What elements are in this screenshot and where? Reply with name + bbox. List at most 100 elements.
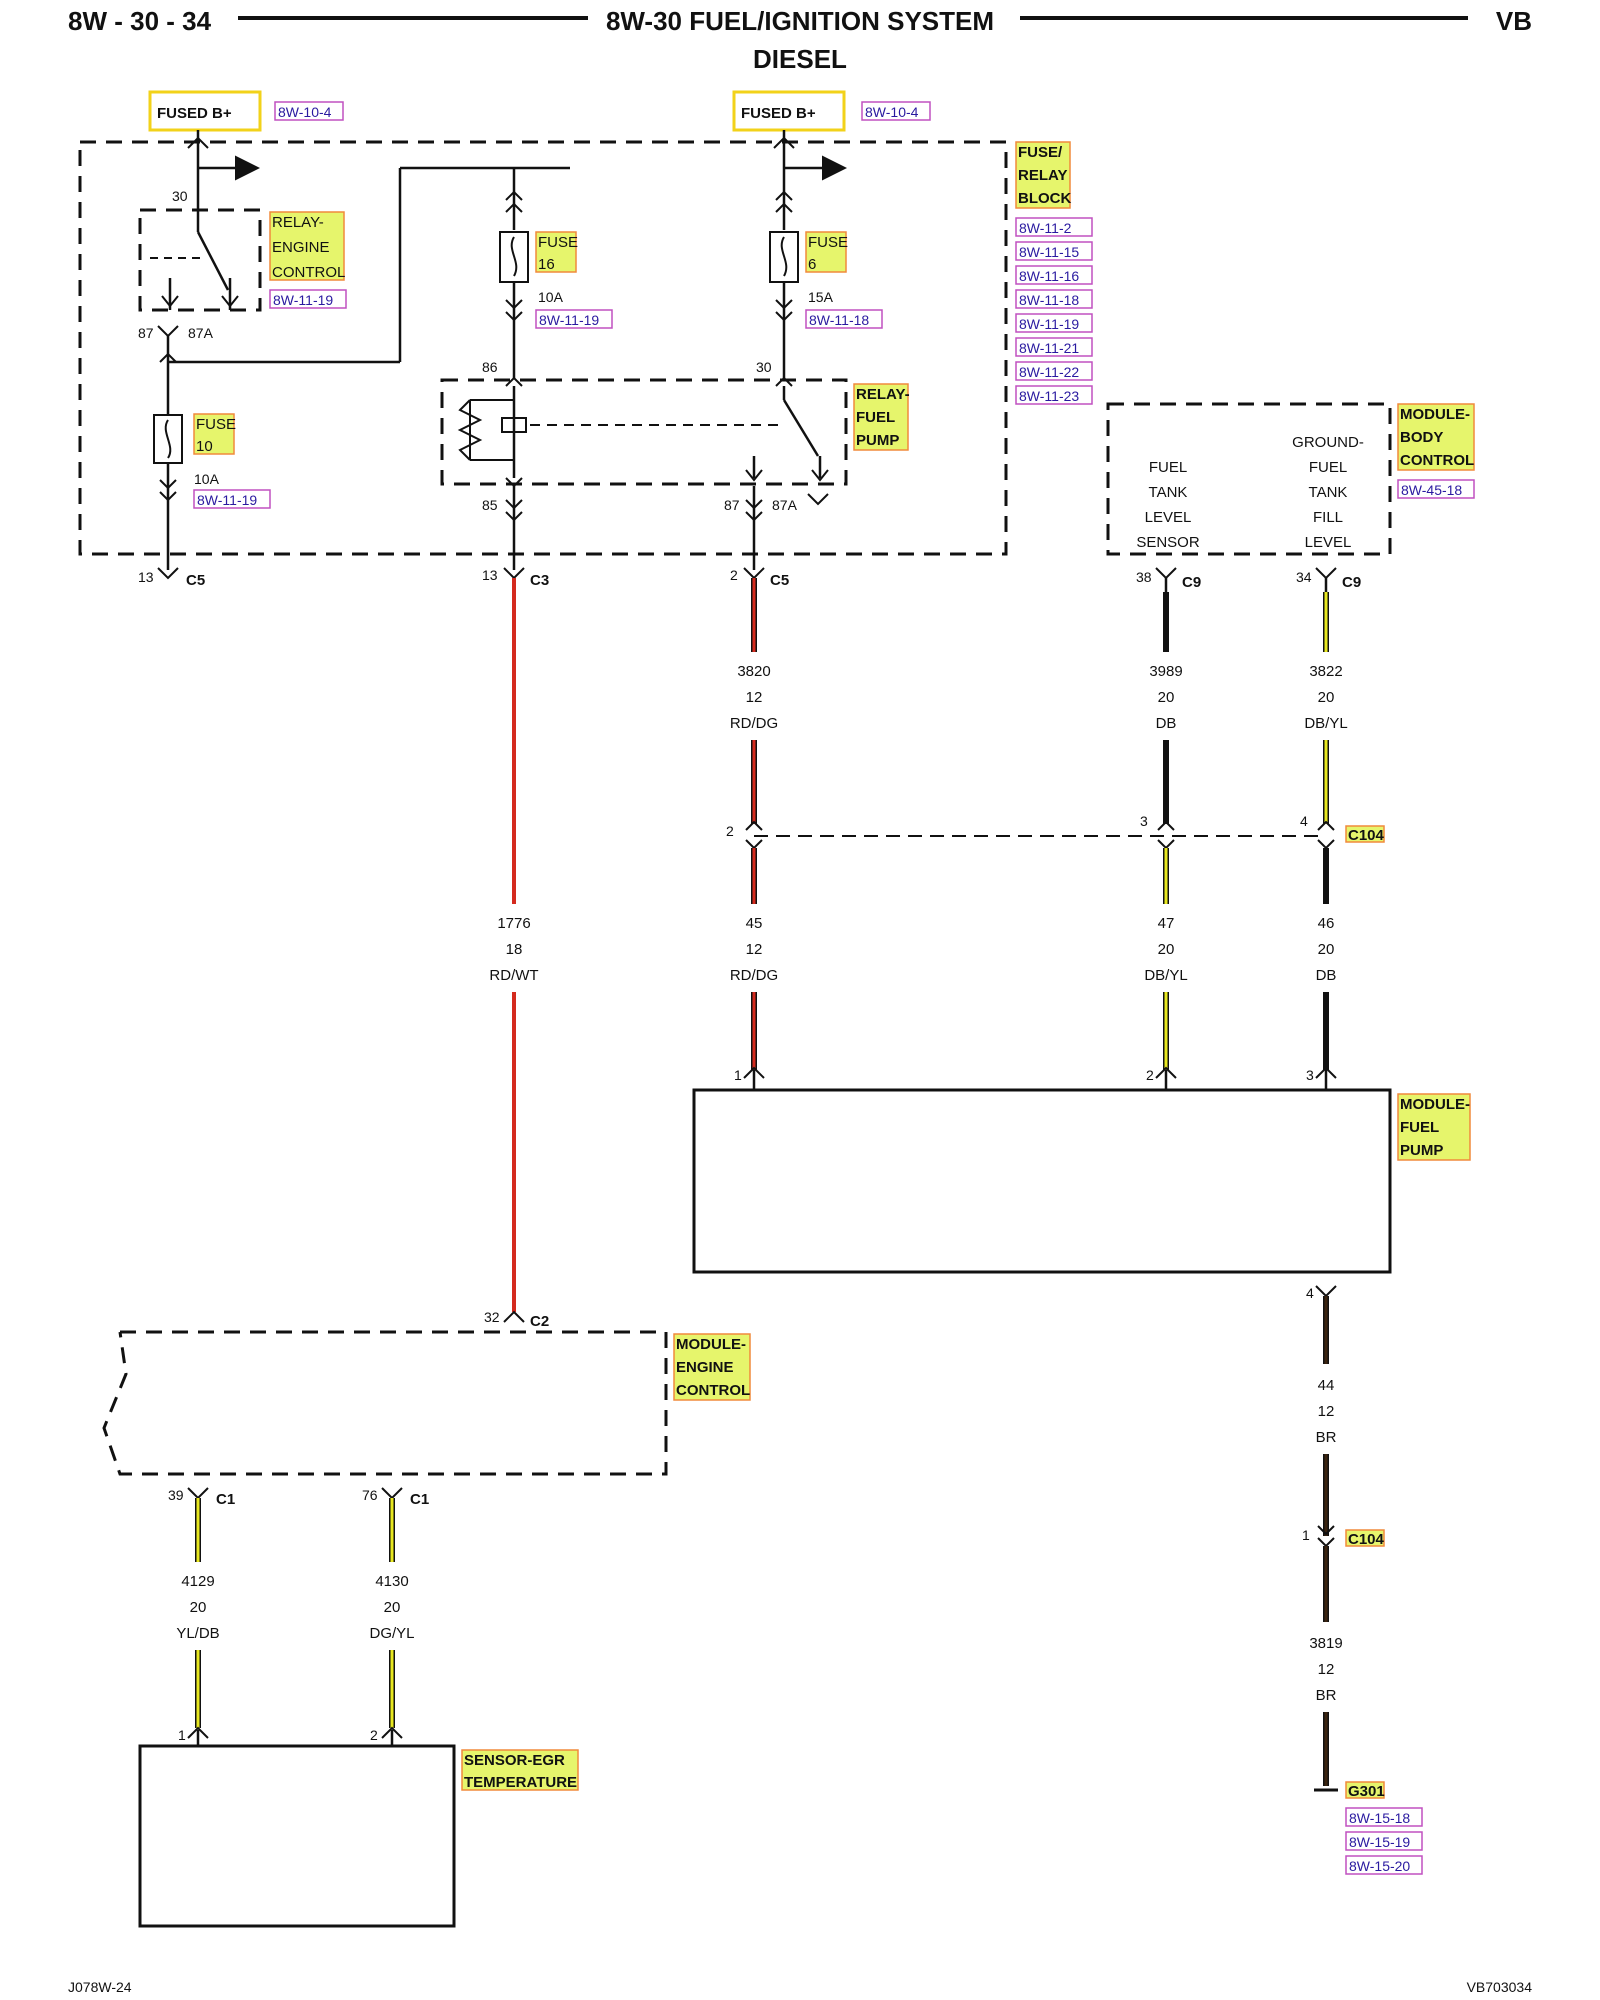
svg-text:30: 30 [756,359,772,375]
svg-text:C3: C3 [530,572,549,589]
svg-text:30: 30 [172,188,188,204]
svg-text:4: 4 [1306,1285,1314,1301]
fuse-10: FUSE 10 10A 8W-11-19 13 C5 [138,413,271,589]
svg-text:12: 12 [746,941,763,958]
svg-text:TANK: TANK [1309,484,1348,501]
svg-text:4129: 4129 [181,1573,214,1590]
ref-link[interactable]: 8W-11-18 [809,312,869,328]
ref-link[interactable]: 8W-11-19 [273,292,333,308]
svg-text:4130: 4130 [375,1573,408,1590]
svg-text:15A: 15A [808,289,834,305]
svg-text:BR: BR [1316,1429,1337,1446]
svg-text:10: 10 [196,438,213,455]
wire-4129: 4129 20 YL/DB [176,1498,220,1728]
connector-c104: 2 3 4 C104 [726,813,1385,850]
svg-text:34: 34 [1296,569,1312,585]
svg-text:PUMP: PUMP [1400,1142,1443,1159]
fuse-relay-block-outline [78,140,1008,556]
svg-text:DB: DB [1156,715,1177,732]
ref-link[interactable]: 8W-11-19 [197,492,257,508]
svg-text:FUSE: FUSE [538,234,578,251]
svg-text:39: 39 [168,1487,184,1503]
svg-text:10A: 10A [194,471,220,487]
svg-text:13: 13 [138,569,154,585]
svg-text:C9: C9 [1182,574,1201,591]
svg-text:CONTROL: CONTROL [272,264,345,281]
svg-text:PUMP: PUMP [856,432,899,449]
svg-text:3989: 3989 [1149,663,1182,680]
ref-link[interactable]: 8W-11-16 [1019,268,1079,284]
svg-text:46: 46 [1318,915,1335,932]
svg-text:4: 4 [1300,813,1308,829]
wire-3820: 3820 12 RD/DG [730,578,778,824]
svg-text:2: 2 [1146,1067,1154,1083]
svg-text:CONTROL: CONTROL [1400,452,1474,469]
svg-text:3: 3 [1140,813,1148,829]
ref-link[interactable]: 8W-11-22 [1019,364,1079,380]
fused-b-ref[interactable]: 8W-10-4 [865,104,919,120]
model-code: VB [1496,6,1532,36]
sensor-egr-temperature: 1 2 SENSOR-EGR TEMPERATURE [138,1726,579,1928]
module-body-control: FUEL TANK LEVEL SENSOR GROUND- FUEL TANK… [1106,402,1475,592]
ref-link[interactable]: 8W-11-2 [1019,220,1072,236]
ref-link[interactable]: 8W-11-23 [1019,388,1079,404]
module-engine-control: 32 C2 MODULE- ENGINE CONTROL 39 C1 76 C1 [102,1309,751,1508]
svg-text:RD/DG: RD/DG [730,967,778,984]
svg-text:LEVEL: LEVEL [1305,534,1352,551]
svg-text:DB/YL: DB/YL [1304,715,1347,732]
svg-text:MODULE-: MODULE- [1400,1096,1470,1113]
svg-text:2: 2 [730,567,738,583]
wire-1776: 1776 18 RD/WT [489,578,539,1312]
svg-text:87A: 87A [772,497,798,513]
wire-46: 46 20 DB [1316,848,1337,1070]
ground-g301: G301 8W-15-18 8W-15-19 8W-15-20 [1314,1781,1423,1875]
ref-link[interactable]: 8W-11-15 [1019,244,1079,260]
svg-text:38: 38 [1136,569,1152,585]
svg-text:C1: C1 [216,1491,235,1508]
svg-text:16: 16 [538,256,555,273]
svg-text:RD/WT: RD/WT [489,967,538,984]
svg-text:DB: DB [1316,967,1337,984]
svg-text:SENSOR-EGR: SENSOR-EGR [464,1752,565,1769]
svg-text:TEMPERATURE: TEMPERATURE [464,1774,577,1791]
svg-text:FUSE: FUSE [196,416,236,433]
svg-text:13: 13 [482,567,498,583]
svg-text:C104: C104 [1348,1531,1385,1548]
svg-text:1776: 1776 [497,915,530,932]
svg-text:3822: 3822 [1309,663,1342,680]
relay-fuel-pump: 86 85 13 C3 RELAY- FUEL PUMP [440,359,910,589]
page-header: 8W - 30 - 34 8W-30 FUEL/IGNITION SYSTEM … [68,6,1532,74]
ref-link[interactable]: 8W-11-18 [1019,292,1079,308]
fused-b-left: FUSED B+ 8W-10-4 [148,90,344,132]
svg-text:20: 20 [1158,941,1175,958]
svg-text:DG/YL: DG/YL [369,1625,414,1642]
svg-text:20: 20 [1158,689,1175,706]
svg-text:47: 47 [1158,915,1175,932]
svg-text:87: 87 [724,497,740,513]
fused-b-label: FUSED B+ [741,105,816,122]
ref-link[interactable]: 8W-15-20 [1349,1858,1410,1874]
svg-text:ENGINE: ENGINE [272,239,330,256]
svg-text:86: 86 [482,359,498,375]
svg-text:2: 2 [726,823,734,839]
svg-text:FILL: FILL [1313,509,1343,526]
ref-link[interactable]: 8W-15-19 [1349,1834,1410,1850]
ref-link[interactable]: 8W-15-18 [1349,1810,1410,1826]
wire-4130: 4130 20 DG/YL [369,1498,415,1728]
svg-text:10A: 10A [538,289,564,305]
svg-text:FUEL: FUEL [1149,459,1187,476]
ref-link[interactable]: 8W-11-19 [539,312,599,328]
svg-text:RELAY-: RELAY- [272,214,324,231]
ref-link[interactable]: 8W-45-18 [1401,482,1462,498]
svg-text:3: 3 [1306,1067,1314,1083]
svg-text:12: 12 [1318,1661,1335,1678]
svg-text:2: 2 [370,1727,378,1743]
ref-link[interactable]: 8W-11-21 [1019,340,1079,356]
fused-b-ref[interactable]: 8W-10-4 [278,104,332,120]
ref-link[interactable]: 8W-11-19 [1019,316,1079,332]
fuse-6: FUSE 6 15A 8W-11-18 30 87 87A 2 C5 [724,130,883,589]
svg-text:FUEL: FUEL [856,409,895,426]
svg-text:87A: 87A [188,325,214,341]
fuse-relay-block-label: FUSE/ RELAY BLOCK [1015,141,1071,209]
svg-text:RD/DG: RD/DG [730,715,778,732]
